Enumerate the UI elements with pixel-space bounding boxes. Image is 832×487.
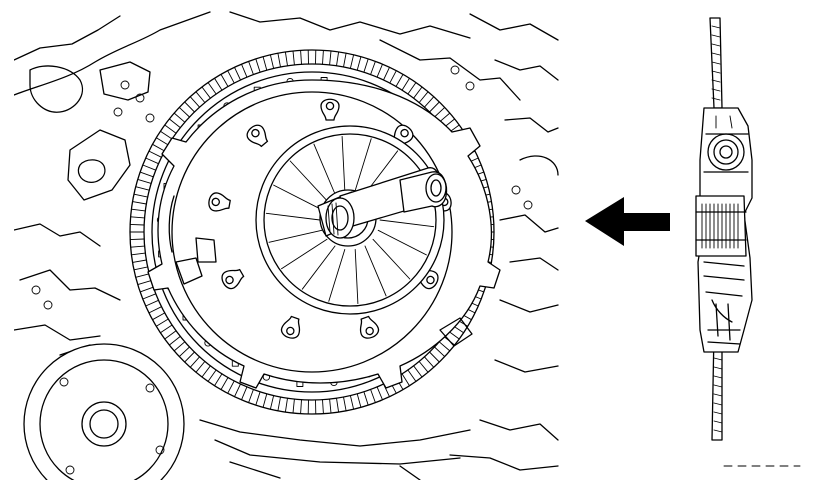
engine-block-outline: [14, 11, 559, 480]
engine-illustration-panel: [14, 11, 559, 480]
clutch-disc-profile: [695, 17, 801, 467]
installation-direction-arrow: [585, 197, 670, 246]
clutch-alignment-tool: [317, 167, 448, 239]
crank-pulley: [23, 343, 185, 480]
